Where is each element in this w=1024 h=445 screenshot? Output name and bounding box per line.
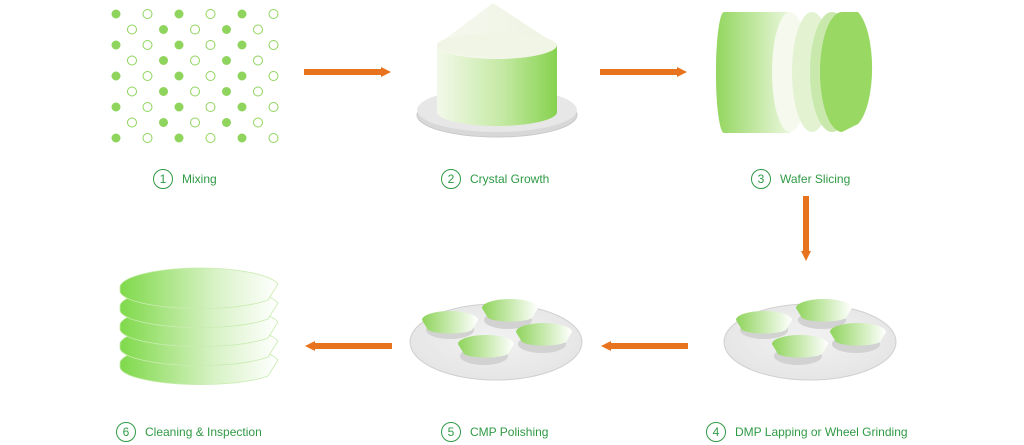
step-5-label: 5 CMP Polishing (441, 419, 548, 445)
step-6-number: 6 (116, 422, 136, 442)
polishing-plate-illustration (409, 299, 583, 381)
step-5-text: CMP Polishing (470, 425, 549, 439)
step-6-text: Cleaning & Inspection (145, 425, 262, 439)
mixing-dot (253, 24, 263, 35)
mixing-dot (268, 133, 279, 143)
step-5-number: 5 (441, 422, 461, 442)
step-2-label: 2 Crystal Growth (441, 166, 549, 192)
mixing-dot (127, 86, 137, 97)
mixing-dot (111, 102, 121, 112)
mixing-dot (142, 71, 153, 81)
mixing-dot (253, 55, 263, 66)
mixing-dot (253, 117, 263, 128)
wafer-slicing-illustration (715, 12, 873, 133)
mixing-dot (237, 71, 247, 81)
mixing-dot (142, 9, 153, 19)
mixing-dot (111, 133, 121, 143)
step-3-text: Wafer Slicing (780, 172, 851, 186)
mixing-dot (174, 40, 184, 50)
lapping-plate-illustration (723, 299, 897, 381)
step-6-label: 6 Cleaning & Inspection (116, 419, 262, 445)
mixing-dot (142, 102, 153, 112)
step-1-number: 1 (153, 169, 173, 189)
step-2-number: 2 (441, 169, 461, 189)
mixing-dot (174, 71, 184, 81)
mixing-dot (127, 117, 137, 128)
step-3-label: 3 Wafer Slicing (751, 166, 850, 192)
mixing-dots-illustration (111, 9, 279, 143)
step-3-number: 3 (751, 169, 771, 189)
step-2-text: Crystal Growth (470, 172, 550, 186)
mixing-dot (205, 9, 216, 19)
stacked-wafer (119, 267, 279, 310)
mixing-dot (111, 40, 121, 50)
mixing-dot (222, 118, 231, 127)
mixing-dot (190, 55, 200, 66)
mixing-dot (174, 9, 184, 19)
mixing-dot (205, 102, 216, 112)
mixing-dot (205, 40, 216, 50)
mixing-dot (268, 40, 279, 50)
mixing-dot (268, 71, 279, 81)
step-1-label: 1 Mixing (153, 166, 217, 192)
mixing-dot (205, 71, 216, 81)
mixing-dot (111, 9, 121, 19)
mixing-dot (237, 40, 247, 50)
cleaned-wafer-stack-illustration (119, 267, 279, 386)
step-4-text: DMP Lapping or Wheel Grinding (735, 425, 908, 439)
mixing-dot (127, 55, 137, 66)
mixing-dot (190, 86, 200, 97)
mixing-dot (190, 24, 200, 35)
mixing-dot (205, 133, 216, 143)
mixing-dot (222, 25, 231, 34)
mixing-dot (190, 117, 200, 128)
mixing-dot (253, 86, 263, 97)
crystal-growth-illustration (416, 3, 578, 138)
mixing-dot (174, 133, 184, 143)
mixing-dot (159, 87, 168, 96)
mixing-dot (268, 102, 279, 112)
mixing-dot (142, 40, 153, 50)
step-1-text: Mixing (182, 172, 217, 186)
mixing-dot (142, 133, 153, 143)
mixing-dot (174, 102, 184, 112)
mixing-dot (127, 24, 137, 35)
step-4-label: 4 DMP Lapping or Wheel Grinding (706, 419, 908, 445)
mixing-dot (159, 118, 168, 127)
mixing-dot (111, 71, 121, 81)
mixing-dot (268, 9, 279, 19)
mixing-dot (237, 133, 247, 143)
mixing-dot (237, 9, 247, 19)
mixing-dot (237, 102, 247, 112)
mixing-dot (159, 56, 168, 65)
mixing-dot (222, 87, 231, 96)
mixing-dot (159, 25, 168, 34)
mixing-dot (222, 56, 231, 65)
step-4-number: 4 (706, 422, 726, 442)
